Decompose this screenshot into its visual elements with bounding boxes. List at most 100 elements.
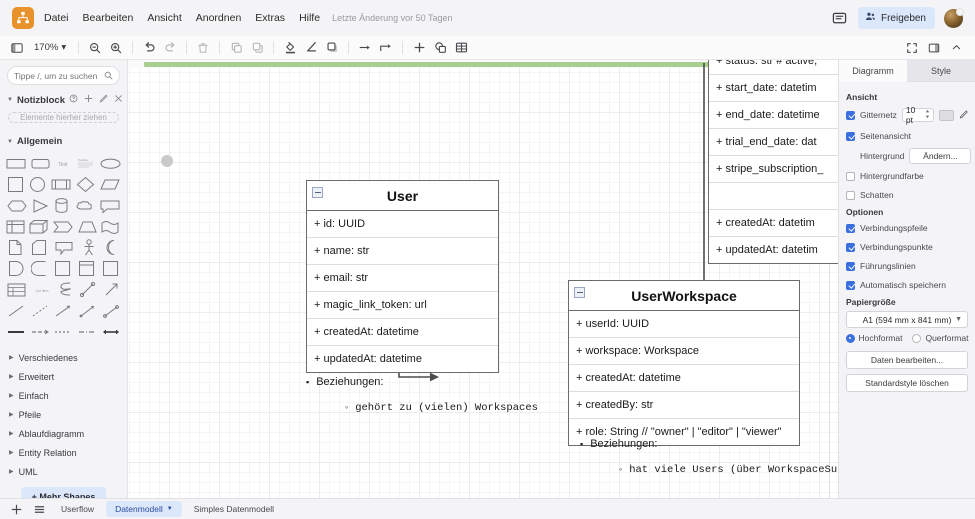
shape-cloud[interactable] — [75, 198, 95, 214]
tab-diagramm[interactable]: Diagramm — [839, 60, 907, 82]
collapse-icon[interactable] — [312, 187, 323, 198]
uml-attribute-row[interactable]: + createdBy: str — [569, 391, 799, 418]
menu-extras[interactable]: Extras — [255, 12, 285, 24]
menu-bearbeiten[interactable]: Bearbeiten — [83, 12, 134, 24]
shape-circle[interactable] — [29, 176, 46, 193]
line-color-icon[interactable] — [301, 39, 321, 57]
background-change-button[interactable]: Ändern... — [909, 148, 971, 164]
to-back-icon[interactable] — [247, 39, 267, 57]
category-pfeile[interactable]: ▶Pfeile — [0, 405, 127, 424]
grid-checkbox[interactable] — [846, 111, 855, 120]
shape-internal-storage[interactable] — [6, 219, 25, 235]
uml-attribute-row[interactable]: + createdAt: datetime — [307, 318, 498, 345]
shape-line-dashed[interactable] — [31, 304, 49, 318]
zoom-out-icon[interactable] — [85, 39, 105, 57]
paper-size-select[interactable]: A1 (594 mm x 841 mm) ▼ — [846, 311, 968, 328]
uml-attribute-row[interactable]: + workspace: Workspace — [569, 337, 799, 364]
shape-arrow-diagonal[interactable] — [103, 281, 120, 298]
user-avatar[interactable] — [944, 9, 963, 28]
tab-style[interactable]: Style — [907, 60, 975, 82]
shadow-icon[interactable] — [322, 39, 342, 57]
more-shapes-button[interactable]: + Mehr Shapes — [21, 487, 107, 498]
note-user-relations[interactable]: ▪Beziehungen:◦gehört zu (vielen) Workspa… — [306, 376, 538, 414]
line-dashdot[interactable] — [78, 326, 96, 338]
uml-attribute-row[interactable]: + createdAt: datetim — [709, 209, 838, 236]
insert-shape-icon[interactable] — [430, 39, 450, 57]
category-verschiedenes[interactable]: ▶Verschiedenes — [0, 348, 127, 367]
grid-color-swatch[interactable] — [939, 110, 954, 121]
scratchpad-dropzone[interactable]: Elemente hierher ziehen — [8, 112, 119, 123]
chevron-down-icon[interactable]: ▼ — [167, 506, 173, 512]
uml-attribute-row[interactable]: + updatedAt: datetime — [307, 345, 498, 372]
share-button[interactable]: Freigeben — [858, 7, 935, 29]
shape-callout[interactable] — [100, 198, 120, 214]
category-erweitert[interactable]: ▶Erweitert — [0, 367, 127, 386]
uml-attribute-row[interactable]: + userId: UUID — [569, 311, 799, 337]
background-color-checkbox[interactable] — [846, 172, 855, 181]
uml-attribute-row[interactable]: + trial_end_date: dat — [709, 128, 838, 155]
shape-square[interactable] — [7, 176, 24, 193]
orientation-landscape[interactable]: Querformat — [912, 333, 968, 343]
sidebar-toggle-icon[interactable] — [7, 39, 27, 57]
shape-rounded-rect[interactable] — [31, 157, 50, 170]
shape-cylinder[interactable] — [54, 197, 69, 214]
shape-partial-rect[interactable] — [31, 260, 47, 277]
landscape-radio[interactable] — [912, 334, 921, 343]
shape-window[interactable] — [78, 260, 95, 277]
shape-trapezoid[interactable] — [78, 219, 97, 235]
shape-step[interactable] — [53, 219, 73, 235]
zoom-in-icon[interactable] — [106, 39, 126, 57]
autosave-checkbox[interactable] — [846, 281, 855, 290]
menu-anordnen[interactable]: Anordnen — [196, 12, 242, 24]
page-view-checkbox[interactable] — [846, 132, 855, 141]
shape-cube[interactable] — [29, 219, 49, 235]
uml-class-user[interactable]: User+ id: UUID+ name: str+ email: str+ m… — [306, 180, 499, 373]
fill-color-icon[interactable] — [280, 39, 300, 57]
collapse-icon[interactable] — [574, 287, 585, 298]
category-ablaufdiagramm[interactable]: ▶Ablaufdiagramm — [0, 424, 127, 443]
shape-line-arrow[interactable] — [54, 304, 72, 318]
uml-attribute-row[interactable] — [709, 182, 838, 209]
uml-attribute-row[interactable]: + magic_link_token: url — [307, 291, 498, 318]
collapse-icon[interactable] — [946, 39, 966, 57]
note-workspace-relations[interactable]: ▪Beziehungen:◦hat viele Users (über Work… — [580, 438, 838, 476]
redo-icon[interactable] — [160, 39, 180, 57]
insert-icon[interactable] — [409, 39, 429, 57]
table-icon[interactable] — [451, 39, 471, 57]
shape-crescent[interactable] — [104, 239, 119, 256]
sheet-tab-userflow[interactable]: Userflow — [52, 501, 103, 517]
uml-attribute-row[interactable]: + start_date: datetim — [709, 74, 838, 101]
shape-process[interactable] — [51, 176, 71, 193]
menu-hilfe[interactable]: Hilfe — [299, 12, 320, 24]
fullscreen-icon[interactable] — [902, 39, 922, 57]
shape-table[interactable] — [7, 282, 26, 298]
shape-parallelogram[interactable] — [100, 176, 120, 193]
uml-attribute-row[interactable]: + end_date: datetime — [709, 101, 838, 128]
portrait-radio[interactable] — [846, 334, 855, 343]
shape-wave[interactable] — [101, 219, 121, 235]
line-dotted[interactable] — [54, 326, 72, 338]
edit-icon[interactable] — [99, 94, 108, 106]
undo-icon[interactable] — [139, 39, 159, 57]
uml-class-userworkspace[interactable]: UserWorkspace+ userId: UUID+ workspace: … — [568, 280, 800, 446]
diagram-canvas[interactable]: + subscription_plan_i+ status: str # act… — [128, 60, 838, 498]
shape-line-plain[interactable] — [7, 304, 25, 318]
uml-attribute-row[interactable]: + updatedAt: datetim — [709, 236, 838, 263]
uml-attribute-row[interactable]: + createdAt: datetime — [569, 364, 799, 391]
shape-actor[interactable] — [82, 239, 96, 256]
connection-arrows-checkbox[interactable] — [846, 224, 855, 233]
shape-square-2[interactable] — [54, 260, 71, 277]
close-icon[interactable] — [114, 94, 123, 106]
shape-triangle[interactable] — [32, 198, 49, 214]
uml-attribute-row[interactable]: + name: str — [307, 237, 498, 264]
shape-rectangle[interactable] — [6, 157, 26, 170]
shape-hexagon[interactable] — [7, 198, 27, 214]
guides-checkbox[interactable] — [846, 262, 855, 271]
clear-default-style-button[interactable]: Standardstyle löschen — [846, 374, 968, 392]
scratchpad-header[interactable]: ▼ Notizblock — [0, 89, 127, 110]
orientation-portrait[interactable]: Hochformat — [846, 333, 903, 343]
uml-attribute-row[interactable]: + status: str # active, — [709, 60, 838, 74]
stepper-arrows-icon[interactable] — [925, 106, 930, 124]
add-icon[interactable] — [84, 94, 93, 106]
grid-size-stepper[interactable]: 10 pt — [902, 108, 934, 122]
